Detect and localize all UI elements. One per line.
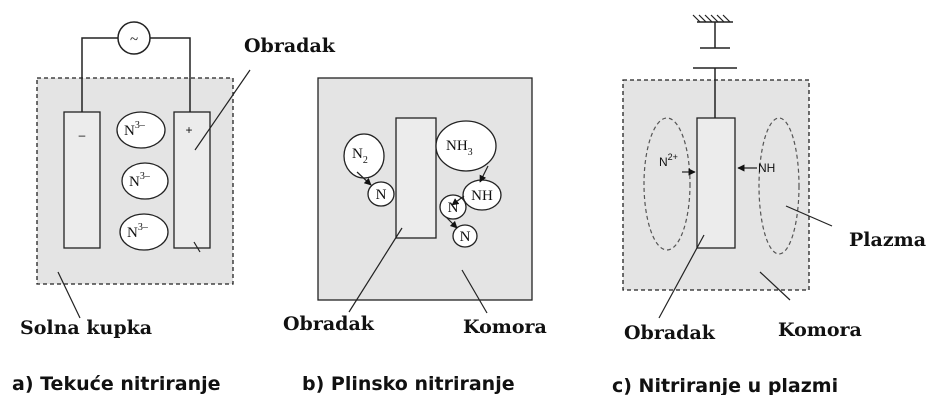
cathode-electrode xyxy=(63,111,101,249)
nh-radical-label: NH xyxy=(471,188,493,204)
anode-sign: + xyxy=(185,123,192,137)
nitrogen-ion-2 xyxy=(121,162,169,200)
caption-c: c) Nitriranje u plazmi xyxy=(612,375,838,395)
n-atom-1-label: N xyxy=(376,187,387,203)
chamber-label-b: Komora xyxy=(463,316,547,338)
chamber-label-c: Komora xyxy=(778,319,862,341)
n-ion-label: N2+ xyxy=(659,152,678,169)
plasma-glow-right xyxy=(758,117,800,255)
n-atom-1 xyxy=(367,181,395,207)
plasma-label: Plazma xyxy=(849,229,926,251)
nitrogen-ion-1-label: N3– xyxy=(124,120,146,139)
nh3-label: NH3 xyxy=(446,138,473,158)
nitrogen-ion-3 xyxy=(119,213,169,251)
wire-right xyxy=(150,37,191,112)
chamber-leader-b xyxy=(461,269,488,314)
ac-symbol: ~ xyxy=(130,32,138,48)
nh-arrow xyxy=(451,195,465,206)
n2-label: N2 xyxy=(352,146,368,166)
chamber-leader-c xyxy=(759,271,791,301)
salt-bath-label: Solna kupka xyxy=(20,317,152,339)
workpiece-label-c: Obradak xyxy=(624,322,716,344)
nh-label-c: NH xyxy=(758,161,775,175)
plasma-glow-left xyxy=(643,117,691,251)
nitrogen-ion-3-label: N3– xyxy=(127,222,149,241)
ac-source-icon xyxy=(117,21,151,55)
ground-icon xyxy=(692,14,737,69)
nitrogen-ion-1 xyxy=(116,111,166,149)
workpiece-leader-c xyxy=(658,234,705,319)
caption-b: b) Plinsko nitriranje xyxy=(302,373,515,395)
n-arrow xyxy=(445,216,458,229)
bath-leader xyxy=(57,271,81,319)
nh3-arrow xyxy=(479,165,489,183)
nitrogen-ion-2-label: N3– xyxy=(129,171,151,190)
workpiece-tick-a xyxy=(193,241,201,253)
workpiece-label-b: Obradak xyxy=(283,313,375,335)
wire-left xyxy=(81,37,118,112)
workpiece-c xyxy=(696,117,736,249)
n-atom-2-label: N xyxy=(448,200,459,216)
nh3-molecule xyxy=(435,120,497,172)
n2-arrow xyxy=(356,171,372,186)
panel-b-gas-nitriding: N2 N NH3 NH N N Obradak Komora b) Plinsk… xyxy=(283,77,547,395)
workpiece-b xyxy=(395,117,437,239)
n-atom-2 xyxy=(439,194,467,220)
panel-a-liquid-nitriding: ~ – + N3– N3– N3– Obradak Solna kupka a)… xyxy=(12,21,336,395)
caption-a: a) Tekuće nitriranje xyxy=(12,373,221,395)
workpiece-leader-b xyxy=(348,227,403,313)
panel-c-plasma-nitriding: N2+ NH Plazma Obradak Komora c) Nitriran… xyxy=(612,14,926,395)
n-atom-3-label: N xyxy=(460,229,471,245)
workpiece-label-a: Obradak xyxy=(244,35,336,57)
cathode-sign: – xyxy=(79,128,86,142)
workpiece-anode xyxy=(173,111,211,249)
n-atom-3 xyxy=(452,224,478,248)
workpiece-leader-a xyxy=(194,69,251,151)
plasma-leader xyxy=(785,205,833,227)
